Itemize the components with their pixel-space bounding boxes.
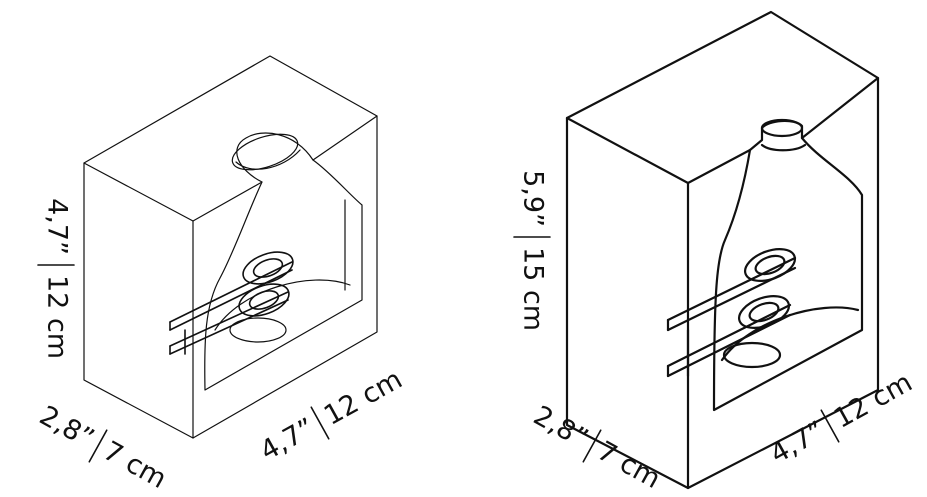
large-box-height-cm: 15 cm	[518, 247, 549, 331]
small-box-cavity	[204, 159, 363, 391]
large-box-width-cm: 12 cm	[829, 367, 918, 435]
large-box-base-disc	[722, 341, 782, 369]
small-box-base-disc	[229, 317, 287, 343]
small-box-depth-label: 2,8” 7 cm	[34, 400, 172, 495]
large-box-shoulder	[760, 143, 807, 152]
large-box-cavity	[712, 136, 864, 412]
large-box-width-inch: 4,7”	[765, 415, 830, 470]
small-box-height-cm: 12 cm	[42, 275, 73, 359]
large-box-top-left-edge	[565, 116, 690, 185]
small-box-width-inch: 4,7”	[255, 412, 320, 467]
small-box-cavity-floor	[214, 279, 351, 331]
large-box-depth-divider	[582, 429, 602, 463]
large-box-neck-opening	[760, 118, 804, 138]
small-box-depth-divider	[88, 429, 108, 463]
small-box-hook	[169, 251, 294, 355]
small-box-outline	[83, 55, 378, 439]
small-box-width-divider	[310, 406, 330, 440]
large-box-hook	[666, 248, 797, 378]
large-box-top-cut-edge	[686, 76, 880, 185]
small-box-width-label: 4,7” 12 cm	[255, 364, 408, 467]
large-box-outline	[565, 10, 880, 490]
large-box-depth-inch: 2,8”	[528, 400, 593, 455]
small-box-width-cm: 12 cm	[319, 364, 408, 432]
large-box-drawing	[565, 10, 880, 490]
small-box-height-inch: 4,7”	[42, 198, 73, 255]
small-box-depth-cm: 7 cm	[98, 435, 172, 493]
small-box-neck-opening	[231, 133, 299, 171]
large-box-depth-label: 2,8” 7 cm	[528, 400, 666, 495]
small-box-drawing	[83, 55, 378, 439]
small-box-top-left-edge	[83, 162, 194, 222]
large-box-width-label: 4,7” 12 cm	[765, 367, 918, 470]
small-box-height-label: 4,7” 12 cm	[37, 198, 75, 359]
small-box-depth-inch: 2,8”	[34, 400, 99, 455]
large-box-height-label: 5,9” 15 cm	[513, 170, 551, 331]
small-box-neck-inner	[235, 149, 301, 170]
small-box-top-cut-edge	[192, 115, 378, 222]
large-box-width-divider	[820, 409, 840, 443]
large-box-height-inch: 5,9”	[518, 170, 549, 227]
large-box-depth-cm: 7 cm	[592, 435, 666, 493]
